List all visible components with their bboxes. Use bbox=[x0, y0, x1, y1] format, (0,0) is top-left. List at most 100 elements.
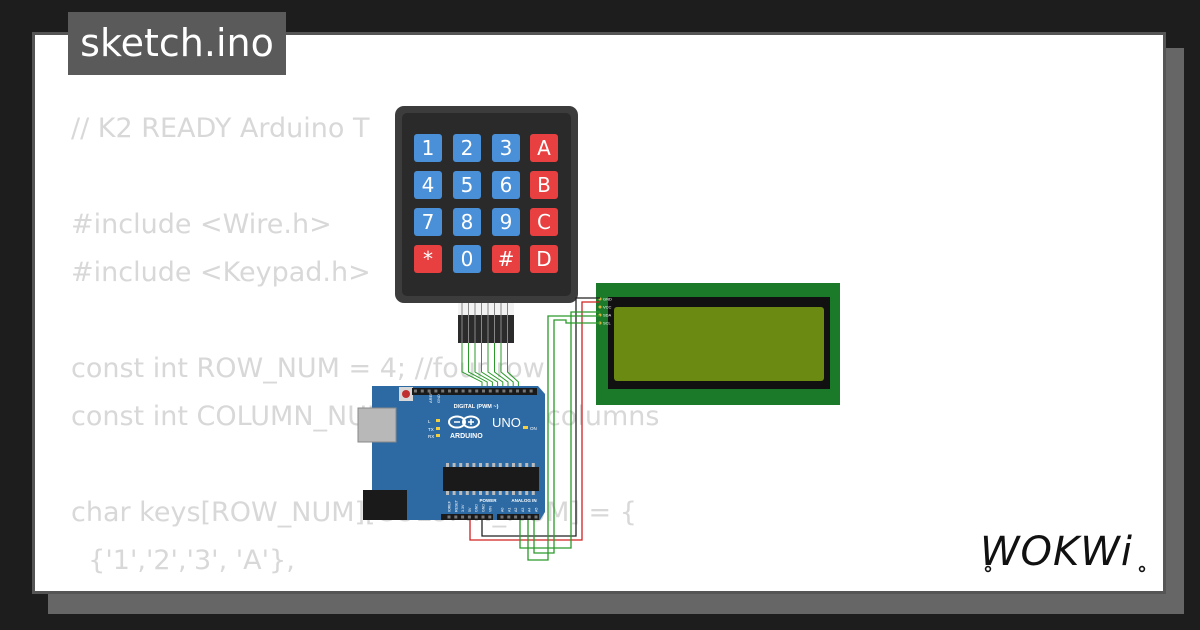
keypad-key[interactable]: A bbox=[530, 134, 558, 162]
header-pin bbox=[454, 389, 458, 393]
label-rx: RX bbox=[428, 434, 434, 439]
header-pin bbox=[482, 389, 485, 393]
label-on: ON bbox=[530, 426, 537, 431]
label-digital: DIGITAL (PWM ~) bbox=[454, 404, 499, 410]
chip-pin bbox=[459, 463, 463, 467]
header-pin bbox=[527, 515, 531, 519]
header-pin bbox=[468, 389, 472, 393]
header-pin bbox=[434, 389, 438, 393]
keypad-key[interactable]: 0 bbox=[453, 245, 481, 273]
header-pin bbox=[516, 389, 519, 393]
keypad-inner bbox=[402, 113, 571, 296]
reset-button[interactable] bbox=[402, 390, 410, 398]
keypad-key[interactable]: 6 bbox=[492, 171, 520, 199]
label-gnd-top: GND bbox=[436, 394, 441, 403]
chip-pin bbox=[512, 491, 515, 495]
keypad-key-label: A bbox=[537, 136, 551, 160]
keypad-key-cap bbox=[530, 208, 558, 236]
power-jack bbox=[363, 490, 407, 520]
keypad-key-label: # bbox=[498, 247, 515, 271]
wokwi-logo-text: WOKWi bbox=[980, 529, 1133, 575]
header-pin bbox=[461, 389, 465, 393]
keypad-key-cap bbox=[414, 134, 442, 162]
keypad-key[interactable]: 5 bbox=[453, 171, 481, 199]
arduino-uno-board[interactable]: DIGITAL (PWM ~) AREF GND UNO ARDUINO L T… bbox=[357, 386, 545, 520]
keypad-key-label: * bbox=[423, 247, 433, 271]
header-pin bbox=[509, 389, 513, 393]
analog-pin-label: A1 bbox=[507, 508, 511, 512]
file-tab-sketch[interactable]: sketch.ino bbox=[68, 12, 286, 75]
keypad-key[interactable]: 8 bbox=[453, 208, 481, 236]
keypad-key[interactable]: 2 bbox=[453, 134, 481, 162]
keypad-key-cap bbox=[414, 245, 442, 273]
digital-pins bbox=[414, 389, 533, 393]
keypad-key-cap bbox=[414, 208, 442, 236]
keypad-key-label: 1 bbox=[422, 136, 435, 160]
chip-pin bbox=[485, 491, 489, 495]
code-line: #include <Keypad.h> bbox=[71, 257, 371, 288]
keypad-key-cap bbox=[492, 134, 520, 162]
keypad-key-label: 6 bbox=[500, 173, 513, 197]
header-pin bbox=[475, 389, 479, 393]
chip-pin bbox=[531, 463, 535, 467]
analog-header bbox=[497, 514, 539, 520]
keypad-key-label: 0 bbox=[461, 247, 474, 271]
keypad-key-label: 8 bbox=[461, 210, 474, 234]
header-pin bbox=[514, 515, 518, 519]
wire-sda bbox=[527, 315, 600, 561]
analog-pin-label: A3 bbox=[521, 508, 525, 512]
keypad-key[interactable]: # bbox=[492, 245, 520, 273]
header-pin bbox=[534, 515, 538, 519]
wokwi-logo[interactable]: WOKWi bbox=[978, 525, 1150, 575]
chip-pin bbox=[498, 491, 502, 495]
header-pin bbox=[448, 389, 451, 393]
code-line: const int ROW_NUM = 4; //four row bbox=[71, 353, 545, 384]
power-header bbox=[441, 514, 493, 520]
chip-pin bbox=[472, 491, 476, 495]
chip-pin bbox=[459, 491, 463, 495]
keypad-key-label: C bbox=[537, 210, 551, 234]
keypad-wire bbox=[468, 343, 488, 392]
chip-pin bbox=[505, 491, 509, 495]
keypad-key-label: 9 bbox=[500, 210, 513, 234]
label-power: POWER bbox=[479, 498, 497, 503]
keypad-key[interactable]: 7 bbox=[414, 208, 442, 236]
keypad-key-label: 4 bbox=[422, 173, 435, 197]
chip-pin bbox=[485, 463, 489, 467]
keypad-key[interactable]: * bbox=[414, 245, 442, 273]
label-aref: AREF bbox=[428, 392, 433, 403]
label-uno: UNO bbox=[492, 415, 521, 430]
keypad-key[interactable]: 3 bbox=[492, 134, 520, 162]
chip-pin bbox=[492, 463, 496, 467]
chip-pins bbox=[446, 463, 535, 495]
keypad-key-label: 3 bbox=[500, 136, 513, 160]
lcd-pin-label: SDA bbox=[603, 313, 612, 318]
keypad-key[interactable]: 1 bbox=[414, 134, 442, 162]
keypad-key-cap bbox=[492, 245, 520, 273]
keypad-key[interactable]: 4 bbox=[414, 171, 442, 199]
wire-vcc bbox=[469, 301, 600, 541]
label-analog: ANALOG IN bbox=[511, 498, 536, 503]
lcd-wires bbox=[469, 297, 600, 561]
keypad-key[interactable]: B bbox=[530, 171, 558, 199]
label-tx: TX bbox=[428, 427, 434, 432]
header-pin bbox=[414, 389, 417, 393]
led-rx bbox=[436, 434, 440, 437]
keypad-key[interactable]: C bbox=[530, 208, 558, 236]
chip-pin bbox=[472, 463, 476, 467]
wire-scl bbox=[533, 319, 600, 554]
keypad-wire bbox=[481, 343, 499, 392]
keypad-connector bbox=[458, 315, 514, 343]
chip-pin bbox=[452, 491, 456, 495]
analog-pin-label: A2 bbox=[514, 508, 518, 512]
chip-pin bbox=[498, 463, 502, 467]
keypad-key[interactable]: D bbox=[530, 245, 558, 273]
header-pin bbox=[441, 389, 445, 393]
chip-pin bbox=[452, 463, 456, 467]
header-pin bbox=[467, 515, 471, 519]
keypad-key-label: B bbox=[537, 173, 551, 197]
keypad-key[interactable]: 9 bbox=[492, 208, 520, 236]
